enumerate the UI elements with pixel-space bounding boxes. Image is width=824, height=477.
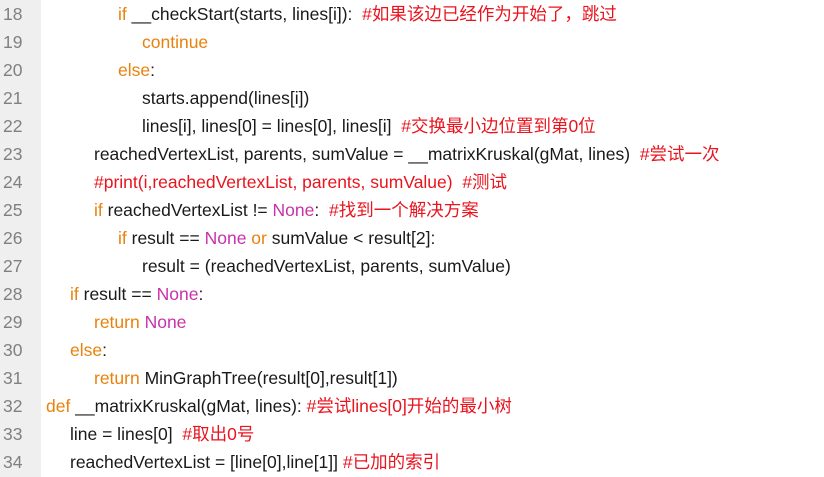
code-text: result = (reachedVertexList, parents, su… bbox=[142, 252, 511, 280]
code-line[interactable]: 33 line = lines[0] #取出0号 bbox=[0, 420, 824, 448]
code-comment: #取出0号 bbox=[182, 424, 255, 444]
line-number: 19 bbox=[3, 32, 23, 52]
code-token: starts.append(lines[i]) bbox=[142, 88, 310, 108]
code-token: MinGraphTree(result[0],result[1]) bbox=[144, 368, 398, 388]
code-line[interactable]: 34 reachedVertexList = [line[0],line[1]] … bbox=[0, 448, 824, 476]
line-number: 30 bbox=[3, 340, 23, 360]
code-comment: #交换最小边位置到第0位 bbox=[401, 116, 596, 136]
code-line[interactable]: 29 return None bbox=[0, 308, 824, 336]
code-keyword: None bbox=[144, 312, 187, 332]
code-keyword: if bbox=[94, 200, 108, 220]
code-keyword: return bbox=[94, 368, 145, 388]
code-line[interactable]: 22 lines[i], lines[0] = lines[0], lines[i… bbox=[0, 112, 824, 140]
code-text: if reachedVertexList != None: #找到一个解决方案 bbox=[94, 196, 479, 224]
code-keyword: continue bbox=[142, 32, 209, 52]
line-number-gutter bbox=[0, 0, 41, 477]
code-keyword: None bbox=[272, 200, 315, 220]
line-number: 23 bbox=[3, 144, 23, 164]
code-token: result == bbox=[83, 284, 157, 304]
code-text: else: bbox=[118, 56, 155, 84]
line-number: 33 bbox=[3, 424, 23, 444]
code-text: else: bbox=[70, 336, 107, 364]
code-line[interactable]: 27 result = (reachedVertexList, parents, … bbox=[0, 252, 824, 280]
code-text: reachedVertexList, parents, sumValue = _… bbox=[94, 140, 720, 168]
code-line[interactable]: 26 if result == None or sumValue < result… bbox=[0, 224, 824, 252]
code-text: def __matrixKruskal(gMat, lines): #尝试lin… bbox=[46, 392, 512, 420]
code-token: reachedVertexList, parents, sumValue = _… bbox=[94, 144, 640, 164]
code-text: lines[i], lines[0] = lines[0], lines[i] … bbox=[142, 112, 596, 140]
line-number: 34 bbox=[3, 452, 23, 472]
code-text: if result == None or sumValue < result[2… bbox=[118, 224, 435, 252]
line-number: 21 bbox=[3, 88, 23, 108]
code-text: line = lines[0] #取出0号 bbox=[70, 420, 254, 448]
code-keyword: return bbox=[94, 312, 145, 332]
code-text: reachedVertexList = [line[0],line[1]] #已… bbox=[70, 448, 440, 476]
code-token: __checkStart(starts, lines[i]): bbox=[131, 4, 363, 24]
code-comment: #已加的索引 bbox=[342, 452, 441, 472]
code-token: : bbox=[150, 60, 155, 80]
code-token: reachedVertexList = [line[0],line[1]] bbox=[70, 452, 343, 472]
code-keyword: else bbox=[70, 340, 103, 360]
code-token: : bbox=[314, 200, 329, 220]
code-token: __matrixKruskal(gMat, lines): bbox=[75, 396, 307, 416]
code-line[interactable]: 25 if reachedVertexList != None: #找到一个解决方… bbox=[0, 196, 824, 224]
code-keyword: if bbox=[118, 4, 132, 24]
line-number: 29 bbox=[3, 312, 23, 332]
code-token: : bbox=[198, 284, 204, 304]
line-number: 24 bbox=[3, 172, 23, 192]
line-number: 26 bbox=[3, 228, 23, 248]
code-line[interactable]: 18 if __checkStart(starts, lines[i]): #如果… bbox=[0, 0, 824, 28]
line-number: 31 bbox=[3, 368, 23, 388]
code-comment: #尝试一次 bbox=[639, 144, 720, 164]
code-token: result == bbox=[131, 228, 205, 248]
line-number: 20 bbox=[3, 60, 23, 80]
line-number: 22 bbox=[3, 116, 23, 136]
line-number: 32 bbox=[3, 396, 23, 416]
code-keyword: else bbox=[118, 60, 151, 80]
code-keyword: if bbox=[70, 284, 84, 304]
line-number: 28 bbox=[3, 284, 23, 304]
code-token: lines[i], lines[0] = lines[0], lines[i] bbox=[142, 116, 402, 136]
code-line[interactable]: 20 else: bbox=[0, 56, 824, 84]
code-comment: #如果该边已经作为开始了，跳过 bbox=[362, 4, 617, 24]
code-text: return MinGraphTree(result[0],result[1]) bbox=[94, 364, 398, 392]
code-comment: #print(i,reachedVertexList, parents, sum… bbox=[94, 172, 508, 192]
code-keyword: def bbox=[46, 396, 76, 416]
code-keyword: if bbox=[118, 228, 132, 248]
code-text: if result == None: bbox=[70, 280, 203, 308]
code-text: if __checkStart(starts, lines[i]): #如果该边… bbox=[118, 0, 617, 28]
code-line[interactable]: 23 reachedVertexList, parents, sumValue =… bbox=[0, 140, 824, 168]
line-number: 27 bbox=[3, 256, 23, 276]
code-line[interactable]: 19 continue bbox=[0, 28, 824, 56]
code-keyword: None bbox=[204, 228, 252, 248]
line-number: 25 bbox=[3, 200, 23, 220]
line-number: 18 bbox=[3, 4, 23, 24]
code-line[interactable]: 21 starts.append(lines[i]) bbox=[0, 84, 824, 112]
code-token: line = lines[0] bbox=[70, 424, 183, 444]
code-text: #print(i,reachedVertexList, parents, sum… bbox=[94, 168, 507, 196]
code-line[interactable]: 24 #print(i,reachedVertexList, parents, s… bbox=[0, 168, 824, 196]
code-token: : bbox=[102, 340, 107, 360]
code-text: starts.append(lines[i]) bbox=[142, 84, 309, 112]
code-text: return None bbox=[94, 308, 186, 336]
code-token: result = (reachedVertexList, parents, su… bbox=[142, 256, 511, 276]
code-token: sumValue < result[2]: bbox=[271, 228, 436, 248]
code-keyword: or bbox=[251, 228, 272, 248]
code-line[interactable]: 28 if result == None: bbox=[0, 280, 824, 308]
code-line[interactable]: 30 else: bbox=[0, 336, 824, 364]
code-comment: #找到一个解决方案 bbox=[328, 200, 479, 220]
code-text: continue bbox=[142, 28, 208, 56]
code-comment: #尝试lines[0]开始的最小树 bbox=[306, 396, 512, 416]
code-line[interactable]: 32 def __matrixKruskal(gMat, lines): #尝试l… bbox=[0, 392, 824, 420]
code-line[interactable]: 31 return MinGraphTree(result[0],result[1… bbox=[0, 364, 824, 392]
code-keyword: None bbox=[156, 284, 199, 304]
code-token: reachedVertexList != bbox=[107, 200, 273, 220]
